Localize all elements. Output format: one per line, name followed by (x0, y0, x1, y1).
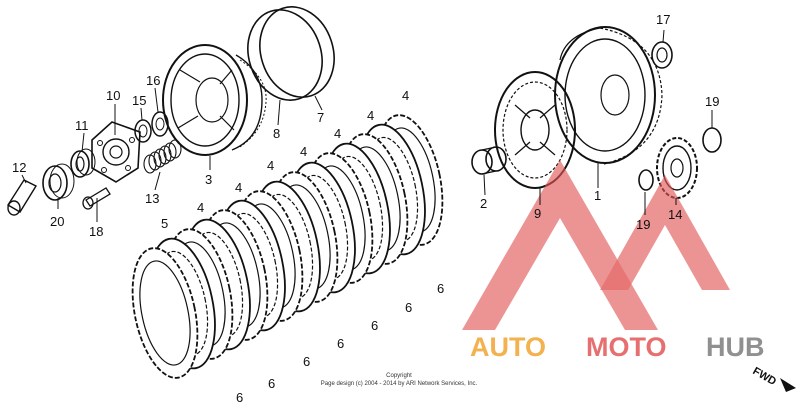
fwd-label: FWD (751, 365, 779, 388)
callout-1: 1 (594, 188, 601, 203)
part-19-circlip-lower (638, 169, 654, 191)
logo-text-auto: AUTO (470, 332, 546, 362)
callout-4-g: 4 (197, 200, 204, 215)
part-15-bearing (134, 119, 152, 143)
part-3-pressure-plate (162, 44, 267, 156)
callout-4-d: 4 (300, 144, 307, 159)
part-12-bolt (7, 179, 37, 216)
logo-text-moto: MOTO (586, 332, 667, 362)
callout-17: 17 (656, 12, 670, 27)
callout-9: 9 (534, 206, 541, 221)
callout-4-e: 4 (267, 158, 274, 173)
callout-6-e: 6 (303, 354, 310, 369)
fwd-arrowhead (780, 378, 796, 392)
callout-11: 11 (75, 118, 89, 133)
callout-6-c: 6 (371, 318, 378, 333)
callout-7: 7 (317, 110, 324, 125)
callout-4-c: 4 (334, 126, 341, 141)
forward-direction-arrow: FWD (751, 365, 796, 392)
callout-14: 14 (668, 207, 682, 222)
callout-18: 18 (89, 224, 103, 239)
callout-6-d: 6 (337, 336, 344, 351)
part-13-spring (143, 139, 182, 174)
copyright-line2: Page design (c) 2004 - 2014 by ARI Netwo… (321, 381, 478, 387)
callout-3: 3 (205, 172, 212, 187)
part-8-ring (247, 9, 323, 101)
callout-19-b: 19 (636, 217, 650, 232)
part-10-lifter-plate (91, 121, 141, 183)
callout-6-b: 6 (405, 300, 412, 315)
friction-disc (131, 247, 199, 379)
callout-labels: 12 20 11 10 15 16 13 18 3 8 7 4 4 4 4 4 … (12, 12, 719, 405)
callout-4-f: 4 (235, 180, 242, 195)
part-7-ring (259, 6, 335, 98)
callout-4-b: 4 (367, 108, 374, 123)
part-20-bearing (42, 163, 75, 201)
automotohub-logo: AUTO MOTO HUB (462, 160, 765, 362)
callout-15: 15 (132, 93, 146, 108)
callout-8: 8 (273, 126, 280, 141)
logo-triangle-inner (600, 175, 730, 290)
leader-lines (21, 29, 713, 222)
callout-6-a: 6 (437, 281, 444, 296)
logo-text-hub: HUB (706, 332, 765, 362)
part-9-clutch-center (494, 71, 576, 189)
callout-12: 12 (12, 160, 26, 175)
copyright-notice: Copyright Page design (c) 2004 - 2014 by… (321, 373, 478, 387)
clutch-plate-stack (131, 114, 444, 379)
part-1-clutch-outer (554, 26, 663, 165)
copyright-line1: Copyright (386, 373, 412, 379)
callout-10: 10 (106, 88, 120, 103)
part-18-bolt (82, 187, 111, 210)
part-17-washer (651, 41, 673, 69)
callout-20: 20 (50, 214, 64, 229)
callout-5: 5 (161, 216, 168, 231)
callout-13: 13 (145, 191, 159, 206)
callout-4-a: 4 (402, 88, 409, 103)
part-11-collar (70, 148, 96, 178)
callout-6-g: 6 (236, 390, 243, 405)
callout-19-a: 19 (705, 94, 719, 109)
callout-6-f: 6 (268, 376, 275, 391)
part-19-circlip-upper (702, 127, 722, 153)
callout-16: 16 (146, 73, 160, 88)
callout-2: 2 (480, 196, 487, 211)
